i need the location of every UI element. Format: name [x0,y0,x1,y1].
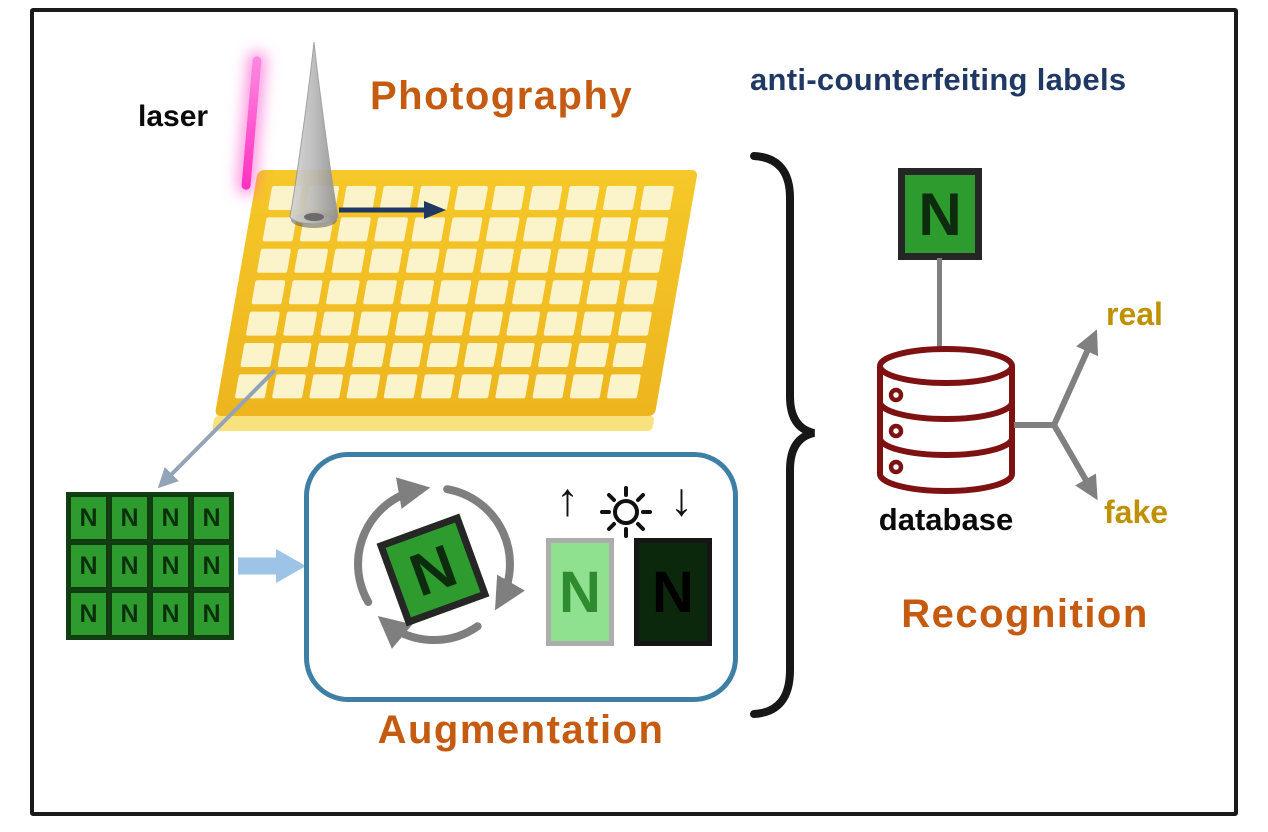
database-icon [877,346,1015,494]
brightness-up-icon: ↑ [556,473,579,525]
sample-tile: N [192,495,231,541]
plate-to-sample-arrow-icon [157,368,277,489]
sample-tile: N [69,543,108,589]
recognition-title: Recognition [901,592,1149,636]
brightness-down-icon: ↓ [670,473,693,525]
sample-tile: N [69,591,108,637]
decision-arrows-icon [1014,329,1099,501]
brace-icon [750,152,816,718]
sample-tile: N [110,495,149,541]
cone-probe-icon [289,41,339,228]
real-label: real [1106,296,1163,332]
sample-tile: N [192,591,231,637]
laser-label: laser [138,100,209,133]
sample-tile: N [151,543,190,589]
plate-edge [212,416,654,431]
sample-tile: N [69,495,108,541]
sample-tile: N [192,543,231,589]
outer-border [30,8,1238,816]
photography-title: Photography [370,74,634,118]
sample-tile: N [110,543,149,589]
fake-label: fake [1104,494,1169,530]
sample-tile: N [110,591,149,637]
sun-icon [600,486,652,538]
sample-tile: N [151,591,190,637]
database-label: database [878,502,1014,537]
scan-arrow-icon [339,201,446,219]
dark-label-tile: N [634,538,712,646]
augmentation-arrow-icon [238,549,306,583]
bright-label-tile: N [546,538,614,646]
sample-tile: N [151,495,190,541]
anti-counterfeiting-title: anti-counterfeiting labels [750,62,1127,97]
rotation-arrows-icon [354,477,525,649]
tile-database-connector [937,258,942,348]
query-label-tile: N [898,168,982,260]
augmentation-title: Augmentation [377,708,665,752]
